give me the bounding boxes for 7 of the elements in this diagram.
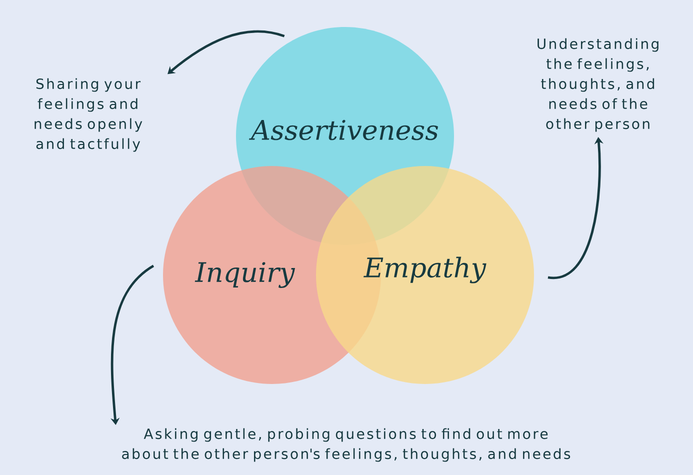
- circle-label: Inquiry: [194, 262, 296, 288]
- venn-circle: [316, 166, 534, 384]
- circle-label: Empathy: [364, 256, 486, 284]
- description-text: Understanding the feelings, thoughts, and needs of the other person: [538, 38, 658, 132]
- description-text: Sharing your feelings and needs openly and tactfully: [34, 78, 142, 152]
- circle-label: Assertiveness: [249, 120, 438, 140]
- description-text: Asking gentle, probing questions to find out more about the other person's feelings, thoughts, and needs: [122, 428, 570, 462]
